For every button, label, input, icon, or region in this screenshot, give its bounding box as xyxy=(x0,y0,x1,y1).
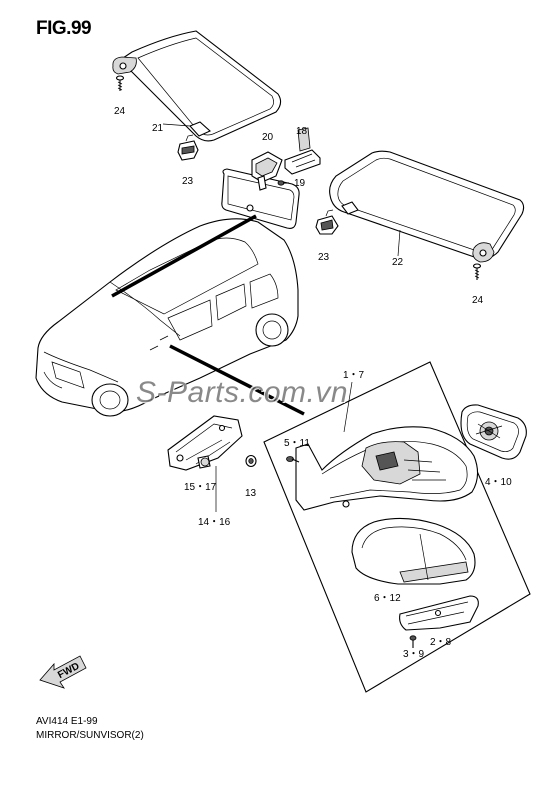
callout-19: 19 xyxy=(294,178,306,189)
watermark: S-Parts.com.vn xyxy=(136,376,349,409)
screw-5-11[interactable] xyxy=(286,456,300,463)
callout-22: 22 xyxy=(392,257,404,268)
screw-19[interactable] xyxy=(277,180,289,186)
screw-24a[interactable] xyxy=(115,75,125,91)
clip-23b[interactable] xyxy=(315,209,339,235)
outer-mirror-assembly[interactable] xyxy=(295,426,479,511)
callout-3-9: 3・9 xyxy=(403,649,425,660)
sunvisor-right[interactable] xyxy=(329,150,525,263)
figure-title: FIG.99 xyxy=(36,18,92,39)
callout-18: 18 xyxy=(296,126,308,137)
callout-5-11: 5・11 xyxy=(284,438,310,449)
fwd-label: FWD xyxy=(56,661,81,681)
figure-code: AVI414 E1-99 xyxy=(36,716,98,727)
pointer-inner-mirror xyxy=(111,214,257,298)
callout-24-right: 24 xyxy=(472,295,484,306)
callout-14-16: 14・16 xyxy=(198,517,231,528)
figure-description: MIRROR/SUNVISOR(2) xyxy=(36,730,144,741)
fwd-arrow-icon: FWD xyxy=(39,655,87,689)
callout-20: 20 xyxy=(262,132,274,143)
vehicle xyxy=(35,218,299,417)
leader-22 xyxy=(397,229,401,257)
bracket-18[interactable] xyxy=(284,127,321,175)
outer-mirror-frame xyxy=(263,361,531,693)
grommet-13[interactable] xyxy=(245,454,257,468)
leader-21 xyxy=(162,123,191,127)
screw-3-9[interactable] xyxy=(409,635,417,648)
clip-23a[interactable] xyxy=(177,134,199,161)
callout-2-8: 2・8 xyxy=(430,637,452,648)
callout-21: 21 xyxy=(152,123,164,134)
mirror-cover[interactable] xyxy=(351,517,476,585)
turn-signal-lamp[interactable] xyxy=(399,595,479,631)
callout-23-right: 23 xyxy=(318,252,330,263)
callout-6-12: 6・12 xyxy=(374,593,401,604)
callout-13: 13 xyxy=(245,488,257,499)
callout-24-left: 24 xyxy=(114,106,126,117)
pointer-outer-mirror xyxy=(169,344,305,416)
callout-23-left: 23 xyxy=(182,176,194,187)
mirror-glass[interactable] xyxy=(460,404,527,460)
callout-1-7: 1・7 xyxy=(343,370,365,381)
nut-15-17[interactable] xyxy=(200,457,210,467)
sunvisor-left[interactable] xyxy=(112,30,282,142)
callout-4-10: 4・10 xyxy=(485,477,512,488)
callout-15-17: 15・17 xyxy=(184,482,217,493)
leader-1-7 xyxy=(343,381,353,433)
screw-24b[interactable] xyxy=(472,263,482,280)
